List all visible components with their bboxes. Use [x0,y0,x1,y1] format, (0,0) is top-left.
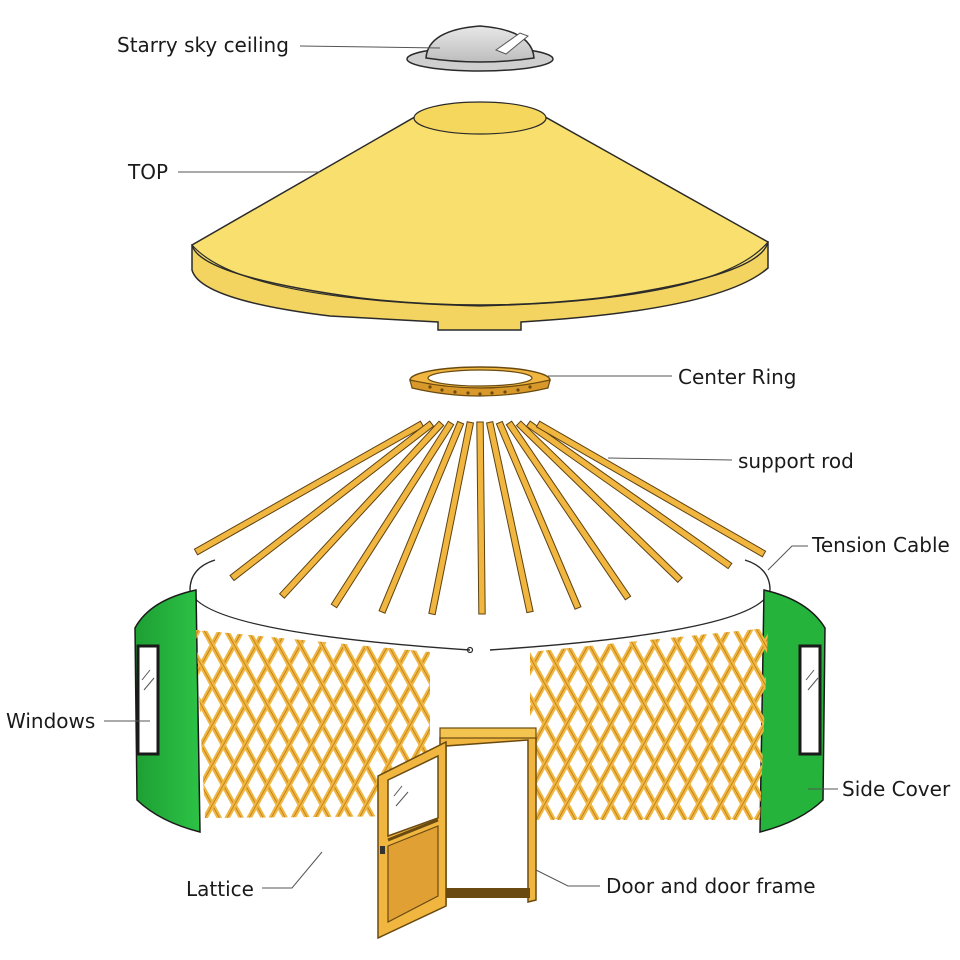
window-left [138,646,158,754]
top-cover-part [192,102,768,330]
label-door-and-frame: Door and door frame [606,874,816,898]
lattice-left [6,630,705,820]
support-rod [194,421,423,555]
lattice-slat-edge [954,628,960,820]
label-top: TOP [128,160,168,184]
support-rods-part [194,421,765,615]
label-tension-cable: Tension Cable [812,533,950,557]
door-frame-top [440,728,536,738]
label-windows: Windows [6,709,95,733]
door-threshold [444,888,530,898]
support-rod [477,422,485,614]
top-cone [192,107,768,305]
door-part [378,728,536,938]
center-ring-part [410,367,550,396]
door-handle [380,846,385,854]
leader-door [536,870,600,886]
label-side-cover: Side Cover [842,777,950,801]
lattice-slat [954,628,960,820]
window-right [800,646,820,754]
door-frame [440,730,536,904]
support-rod [280,421,444,598]
label-starry-sky-ceiling: Starry sky ceiling [117,33,289,57]
lattice-slat [954,628,960,820]
label-lattice: Lattice [186,877,254,901]
leader-support-rod [608,458,732,460]
top-opening [414,102,546,134]
leader-starry-sky-ceiling [300,46,440,48]
support-rod [536,421,765,557]
starry-sky-ceiling-part [407,26,553,71]
lattice-slat-edge [954,628,960,820]
leader-lattice [262,852,322,888]
ring-inner [428,370,532,386]
label-support-rod: support rod [738,449,854,473]
label-center-ring: Center Ring [678,365,797,389]
leader-tension-cable [768,546,808,570]
